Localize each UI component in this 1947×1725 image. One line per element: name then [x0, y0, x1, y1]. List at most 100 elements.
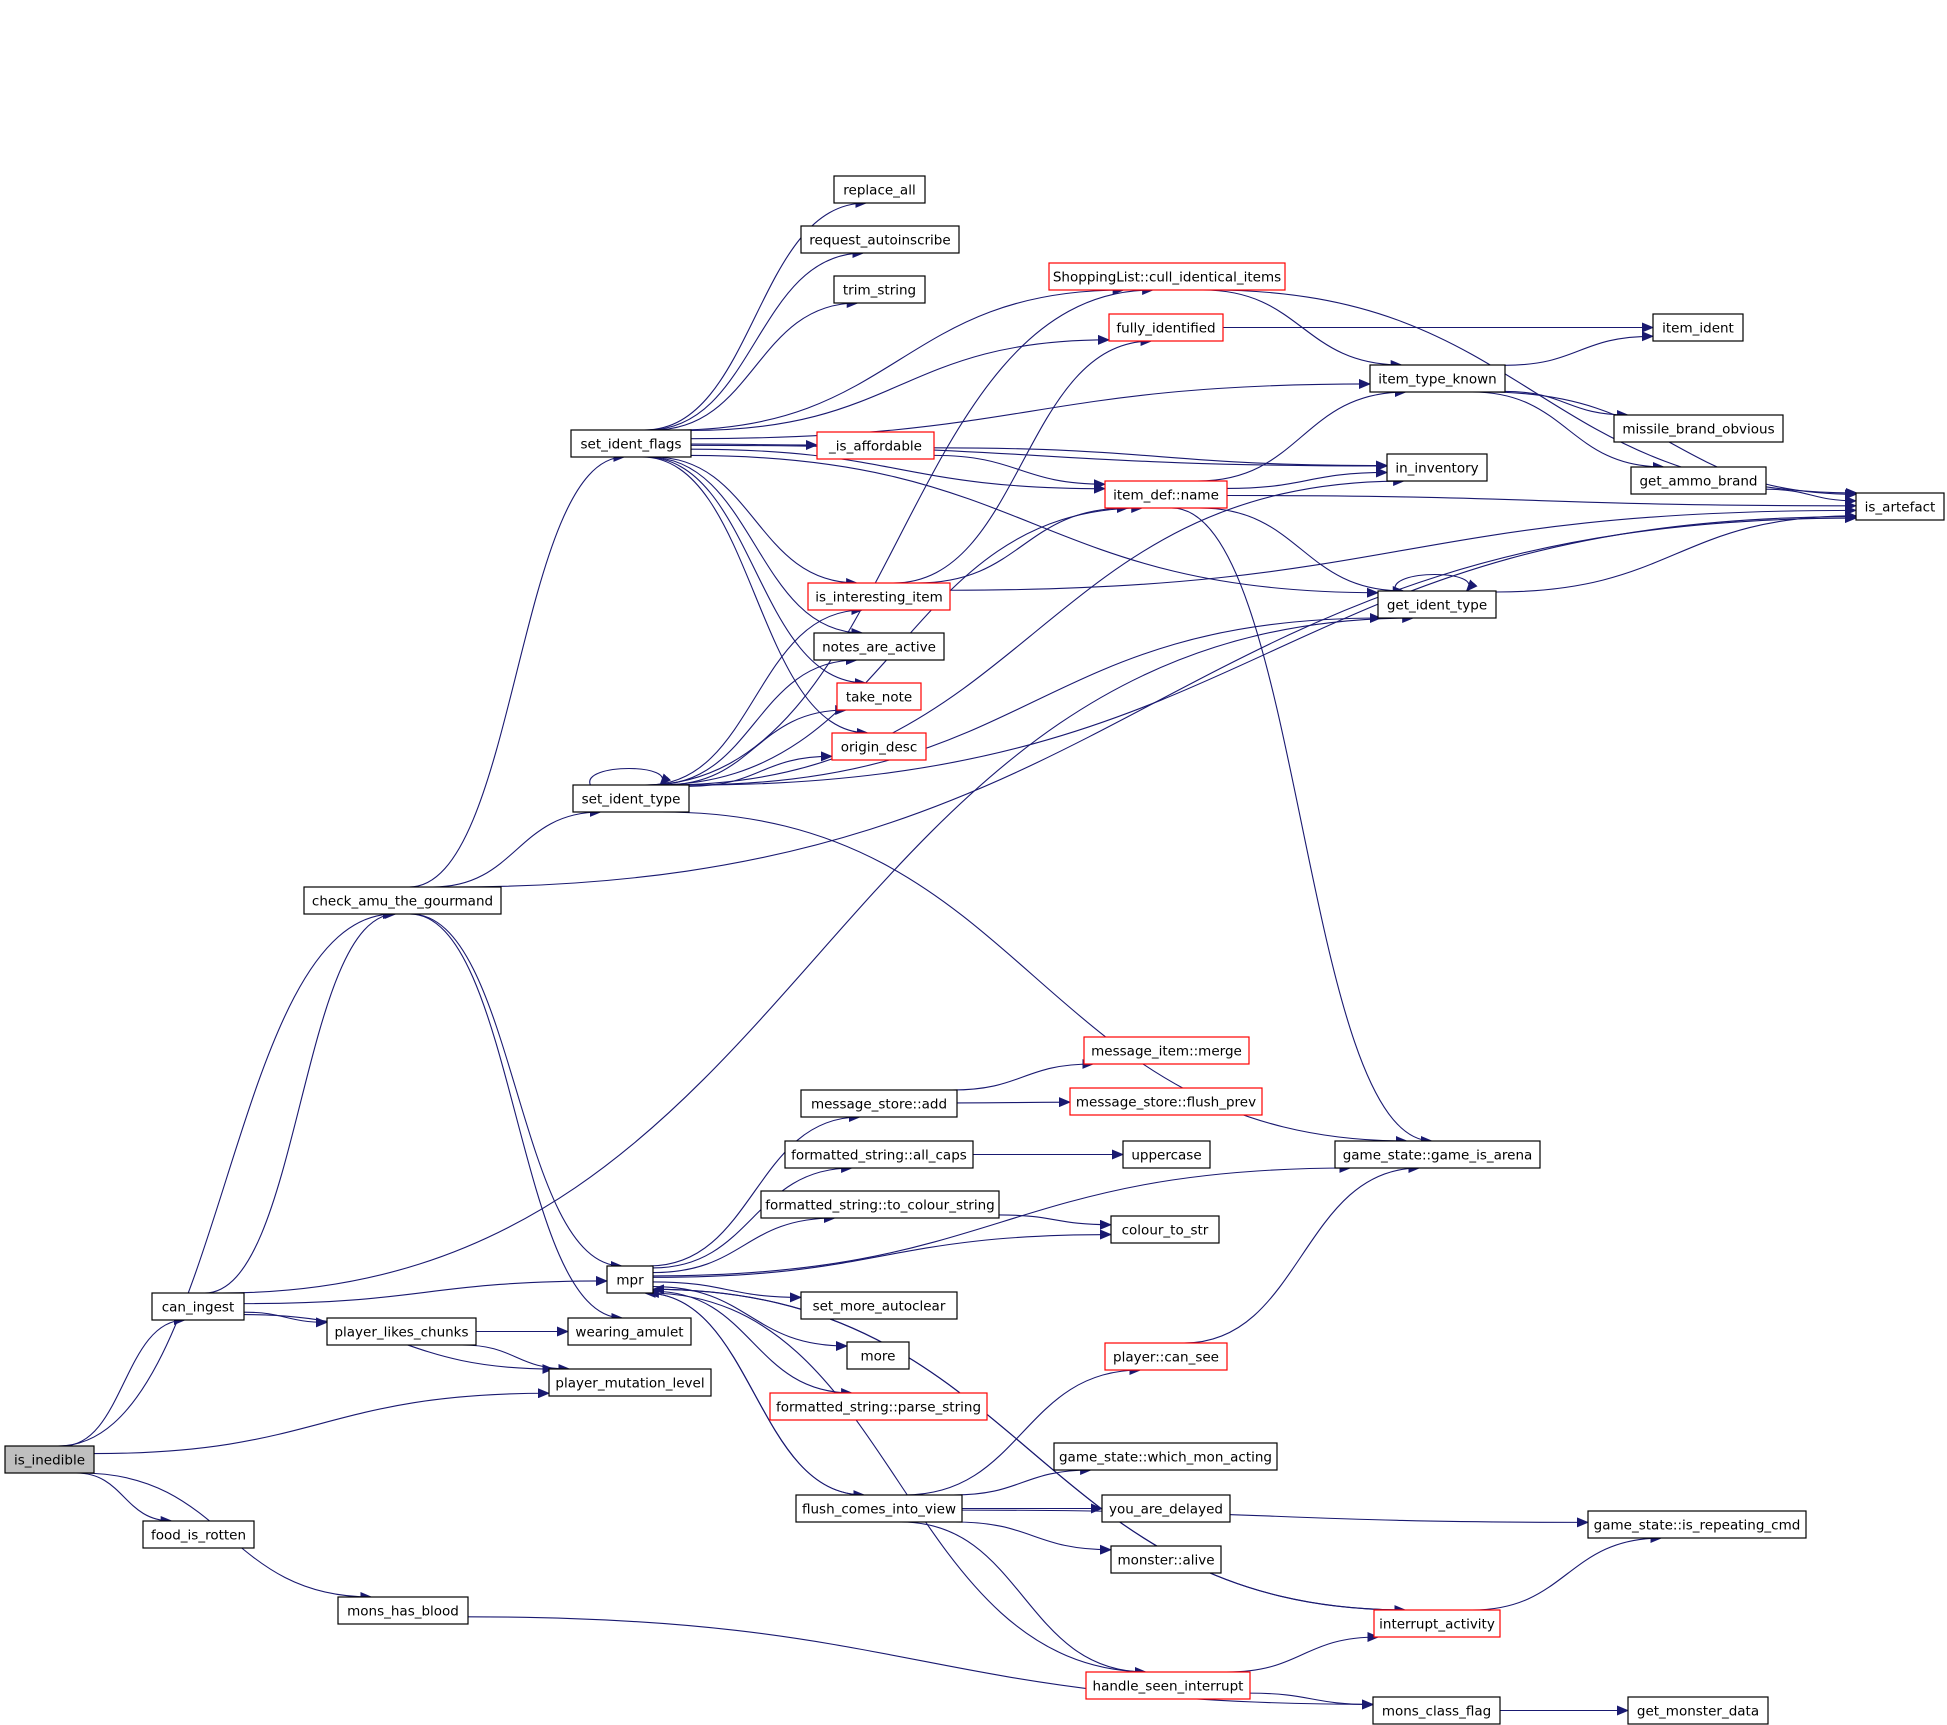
node-handle_seen_interrupt[interactable]: handle_seen_interrupt [1085, 1671, 1251, 1700]
edge-can_ingest-to-mpr [243, 1275, 608, 1305]
node-label: mons_class_flag [1382, 1704, 1491, 1720]
node-box [816, 431, 935, 460]
node-message_store_flush_prev[interactable]: message_store::flush_prev [1069, 1087, 1263, 1116]
node-wearing_amulet[interactable]: wearing_amulet [567, 1317, 692, 1346]
edges-layer [58, 198, 1858, 1716]
node-more[interactable]: more [846, 1341, 910, 1370]
node-food_is_rotten[interactable]: food_is_rotten [142, 1520, 255, 1549]
edge-set_ident_flags-to-is_interesting_item [652, 456, 859, 588]
node-mons_class_flag[interactable]: mons_class_flag [1372, 1696, 1501, 1725]
edge-mpr-to-formatted_string_all_caps [652, 1163, 854, 1269]
node-formatted_string_to_colour_string[interactable]: formatted_string::to_colour_string [760, 1190, 1000, 1219]
node-you_are_delayed[interactable]: you_are_delayed [1101, 1494, 1231, 1523]
edge-flush_comes_into_view-to-player_can_see [904, 1365, 1142, 1496]
node-label: check_amu_the_gourmand [312, 894, 493, 910]
edge-message_store_add-to-message_item_merge [952, 1059, 1095, 1091]
edge-is_affordable-to-in_inventory [933, 447, 1388, 471]
node-replace_all[interactable]: replace_all [833, 175, 926, 204]
node-game_state_game_is_arena[interactable]: game_state::game_is_arena [1334, 1140, 1541, 1169]
node-label: is_inedible [14, 1453, 85, 1469]
node-box [784, 1140, 974, 1169]
node-request_autoinscribe[interactable]: request_autoinscribe [800, 225, 960, 254]
node-label: in_inventory [1395, 461, 1478, 477]
edge-mpr-to-colour_to_str [652, 1229, 1112, 1278]
node-notes_are_active[interactable]: notes_are_active [813, 632, 945, 661]
node-missile_brand_obvious[interactable]: missile_brand_obvious [1613, 414, 1784, 443]
edge-mpr-to-formatted_string_to_colour_string [652, 1213, 836, 1274]
node-game_state_which_mon_acting[interactable]: game_state::which_mon_acting [1053, 1442, 1278, 1471]
node-box [833, 175, 926, 204]
node-message_item_merge[interactable]: message_item::merge [1083, 1036, 1250, 1065]
node-check_amu_the_gourmand[interactable]: check_amu_the_gourmand [303, 886, 502, 915]
node-label: handle_seen_interrupt [1093, 1679, 1244, 1695]
node-game_state_is_repeating_cmd[interactable]: game_state::is_repeating_cmd [1587, 1510, 1807, 1539]
node-item_def_name[interactable]: item_def::name [1104, 480, 1228, 509]
edge-is_interesting_item-to-is_artefact [949, 505, 1857, 591]
node-is_artefact[interactable]: is_artefact [1855, 492, 1945, 521]
node-label: replace_all [843, 183, 915, 199]
node-get_ammo_brand[interactable]: get_ammo_brand [1630, 466, 1767, 495]
node-colour_to_str[interactable]: colour_to_str [1110, 1215, 1220, 1244]
node-box [836, 682, 922, 711]
node-item_type_known[interactable]: item_type_known [1369, 364, 1506, 393]
node-box [1048, 262, 1286, 291]
node-set_ident_flags[interactable]: set_ident_flags [570, 429, 692, 458]
edge-handle_seen_interrupt-to-mpr [646, 1288, 1151, 1673]
node-label: message_store::flush_prev [1076, 1095, 1256, 1111]
node-is_inedible[interactable]: is_inedible [4, 1445, 95, 1474]
node-label: missile_brand_obvious [1622, 422, 1774, 438]
node-box [1083, 1036, 1250, 1065]
node-interrupt_activity[interactable]: interrupt_activity [1373, 1609, 1501, 1638]
node-set_more_autoclear[interactable]: set_more_autoclear [800, 1291, 958, 1320]
node-formatted_string_parse_string[interactable]: formatted_string::parse_string [769, 1392, 988, 1421]
node-take_note[interactable]: take_note [836, 682, 922, 711]
node-get_ident_type[interactable]: get_ident_type [1377, 590, 1497, 619]
node-uppercase[interactable]: uppercase [1122, 1140, 1211, 1169]
edge-item_type_known-to-item_ident [1504, 331, 1654, 366]
edge-set_ident_flags-to-take_note [644, 456, 867, 688]
edge-item_def_name-to-in_inventory [1226, 467, 1388, 489]
node-label: message_item::merge [1091, 1044, 1242, 1060]
edge-set_ident_flags-to-is_affordable [690, 440, 818, 451]
node-shoppinglist_cull[interactable]: ShoppingList::cull_identical_items [1048, 262, 1286, 291]
node-box [831, 732, 927, 761]
edge-set_ident_type-to-game_state_game_is_arena [661, 811, 1408, 1146]
node-player_can_see[interactable]: player::can_see [1104, 1342, 1228, 1371]
edge-set_ident_flags-to-item_type_known [690, 378, 1371, 440]
node-item_ident[interactable]: item_ident [1652, 313, 1744, 342]
edge-is_inedible-to-player_mutation_level [93, 1388, 550, 1455]
node-formatted_string_all_caps[interactable]: formatted_string::all_caps [784, 1140, 974, 1169]
node-player_likes_chunks[interactable]: player_likes_chunks [326, 1317, 477, 1346]
node-monster_alive[interactable]: monster::alive [1110, 1545, 1222, 1574]
node-get_monster_data[interactable]: get_monster_data [1627, 1696, 1769, 1725]
node-origin_desc[interactable]: origin_desc [831, 732, 927, 761]
edge-mpr-to-set_more_autoclear [652, 1281, 802, 1303]
node-box [1110, 1545, 1222, 1574]
node-label: player::can_see [1113, 1350, 1219, 1366]
node-player_mutation_level[interactable]: player_mutation_level [548, 1368, 712, 1397]
node-flush_comes_into_view[interactable]: flush_comes_into_view [795, 1494, 963, 1523]
node-box [807, 582, 951, 611]
node-box [1587, 1510, 1807, 1539]
edge-message_store_add-to-message_store_flush_prev [956, 1097, 1071, 1108]
node-mons_has_blood[interactable]: mons_has_blood [337, 1596, 469, 1625]
node-set_ident_type[interactable]: set_ident_type [572, 784, 690, 813]
node-is_interesting_item[interactable]: is_interesting_item [807, 582, 951, 611]
node-is_affordable[interactable]: _is_affordable [816, 431, 935, 460]
edge-handle_seen_interrupt-to-interrupt_activity [1226, 1632, 1380, 1673]
node-box [1613, 414, 1784, 443]
node-mpr[interactable]: mpr [606, 1265, 654, 1294]
node-box [1627, 1696, 1769, 1725]
edge-set_ident_flags-to-fully_identified [690, 334, 1110, 432]
node-can_ingest[interactable]: can_ingest [151, 1292, 245, 1321]
node-fully_identified[interactable]: fully_identified [1108, 313, 1224, 342]
node-label: set_ident_flags [581, 437, 682, 453]
node-box [142, 1520, 255, 1549]
node-box [795, 1494, 963, 1523]
node-box [1334, 1140, 1541, 1169]
node-trim_string[interactable]: trim_string [833, 275, 926, 304]
node-label: trim_string [843, 283, 916, 299]
edge-set_ident_flags-to-item_def_name [690, 448, 1106, 494]
node-message_store_add[interactable]: message_store::add [800, 1089, 958, 1118]
node-in_inventory[interactable]: in_inventory [1386, 453, 1488, 482]
